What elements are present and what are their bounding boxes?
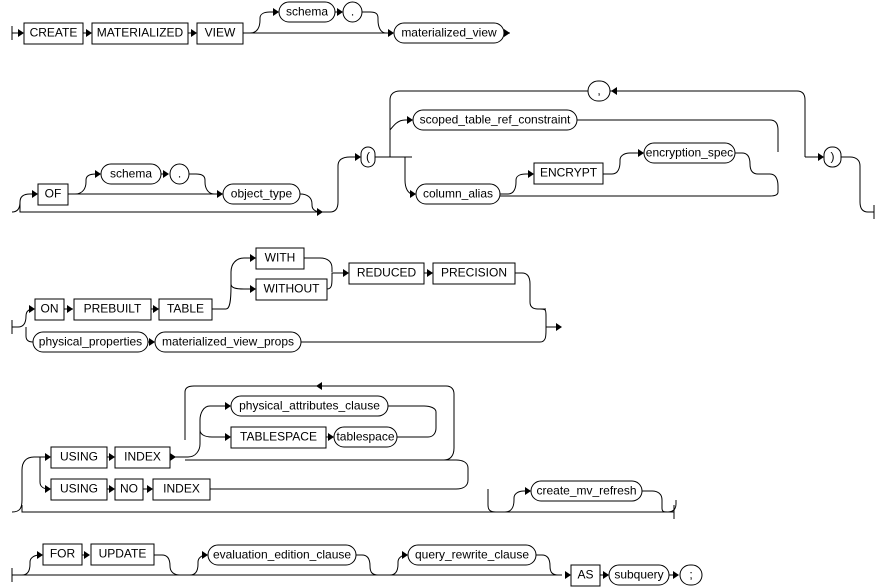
materialized-view-props-term: materialized_view_props [154,331,302,353]
update-keyword: UPDATE [90,543,155,566]
svg-text:CREATE: CREATE [30,26,78,40]
row-2-arrows [32,87,824,216]
svg-text:object_type: object_type [231,187,293,201]
svg-text:WITH: WITH [265,251,296,265]
materialized-keyword: MATERIALIZED [91,22,189,45]
svg-text:.: . [351,5,354,19]
svg-text:USING: USING [60,450,98,464]
create-mv-refresh-term: create_mv_refresh [530,480,643,502]
svg-text:,: , [597,84,600,98]
svg-text:physical_properties: physical_properties [39,335,142,349]
svg-text:.: . [178,167,181,181]
svg-text:INDEX: INDEX [124,450,161,464]
using-keyword-1: USING [50,446,108,469]
svg-text:USING: USING [60,482,98,496]
row-1-lines [11,11,510,40]
object-type-term: object_type [222,183,301,205]
row-3-lines [11,257,556,343]
svg-text:tablespace: tablespace [336,430,394,444]
tablespace-keyword: TABLESPACE [230,426,327,449]
svg-text:create_mv_refresh: create_mv_refresh [536,484,636,498]
reduced-keyword: REDUCED [348,262,425,285]
row-3-arrows [29,254,562,346]
svg-text:PREBUILT: PREBUILT [84,302,142,316]
svg-text:INDEX: INDEX [163,482,200,496]
index-keyword-2: INDEX [152,478,211,501]
encrypt-keyword: ENCRYPT [533,162,604,185]
index-keyword-1: INDEX [114,446,171,469]
precision-keyword: PRECISION [432,262,516,285]
rparen-term: ) [823,146,842,168]
svg-text:schema: schema [286,5,328,19]
svg-text:TABLESPACE: TABLESPACE [240,430,317,444]
with-keyword: WITH [255,247,305,270]
svg-text:encryption_spec: encryption_spec [646,146,733,160]
svg-text:materialized_view_props: materialized_view_props [162,335,294,349]
svg-text:ENCRYPT: ENCRYPT [540,166,598,180]
comma-term: , [587,80,611,102]
physical-properties-term: physical_properties [32,331,149,353]
svg-text:MATERIALIZED: MATERIALIZED [97,26,184,40]
row-5-arrows [37,551,679,579]
prebuilt-keyword: PREBUILT [73,298,152,321]
table-keyword: TABLE [158,298,213,321]
svg-text:AS: AS [577,568,593,582]
svg-text:materialized_view: materialized_view [401,26,497,40]
schema-term-row2: schema [100,163,162,185]
svg-text:query_rewrite_clause: query_rewrite_clause [415,548,529,562]
svg-text:;: ; [689,568,692,582]
svg-text:UPDATE: UPDATE [99,547,147,561]
of-keyword: OF [37,183,69,206]
dot-term: . [342,1,363,23]
svg-text:physical_attributes_clause: physical_attributes_clause [239,399,380,413]
encryption-spec-term: encryption_spec [643,142,736,164]
svg-text:evaluation_edition_clause: evaluation_edition_clause [213,548,351,562]
dot-term-row2: . [169,163,190,185]
svg-text:FOR: FOR [50,547,76,561]
svg-text:): ) [831,150,835,164]
row-4-arrows [45,382,531,495]
tablespace-term: tablespace [333,426,398,448]
scoped-table-ref-constraint-term: scoped_table_ref_constraint [412,109,578,131]
row-1-arrows [18,8,510,37]
row-4-lines [11,385,677,519]
svg-text:ON: ON [41,302,59,316]
using-keyword-2: USING [50,478,108,501]
lparen-term: ( [360,146,376,168]
svg-text:column_alias: column_alias [423,187,493,201]
materialized-view-term: materialized_view [393,22,505,44]
no-keyword: NO [114,478,144,501]
without-keyword: WITHOUT [255,278,328,301]
svg-text:WITHOUT: WITHOUT [264,282,321,296]
svg-text:REDUCED: REDUCED [357,266,417,280]
schema-term: schema [278,1,336,23]
physical-attributes-clause-term: physical_attributes_clause [230,395,389,417]
semicolon-term: ; [679,564,703,586]
column-alias-term: column_alias [415,183,501,205]
svg-text:subquery: subquery [614,568,663,582]
svg-text:PRECISION: PRECISION [441,266,507,280]
evaluation-edition-clause-term: evaluation_edition_clause [207,544,357,566]
view-keyword: VIEW [196,22,244,45]
subquery-term: subquery [608,564,670,586]
svg-text:(: ( [366,150,370,164]
svg-text:TABLE: TABLE [167,302,204,316]
svg-text:OF: OF [45,187,62,201]
svg-text:NO: NO [120,482,138,496]
query-rewrite-clause-term: query_rewrite_clause [407,544,537,566]
as-keyword: AS [570,564,601,587]
svg-text:scoped_table_ref_constraint: scoped_table_ref_constraint [420,113,571,127]
for-keyword: FOR [42,543,83,566]
svg-text:schema: schema [110,167,152,181]
create-keyword: CREATE [23,22,84,45]
svg-text:VIEW: VIEW [205,26,236,40]
on-keyword: ON [34,298,65,321]
